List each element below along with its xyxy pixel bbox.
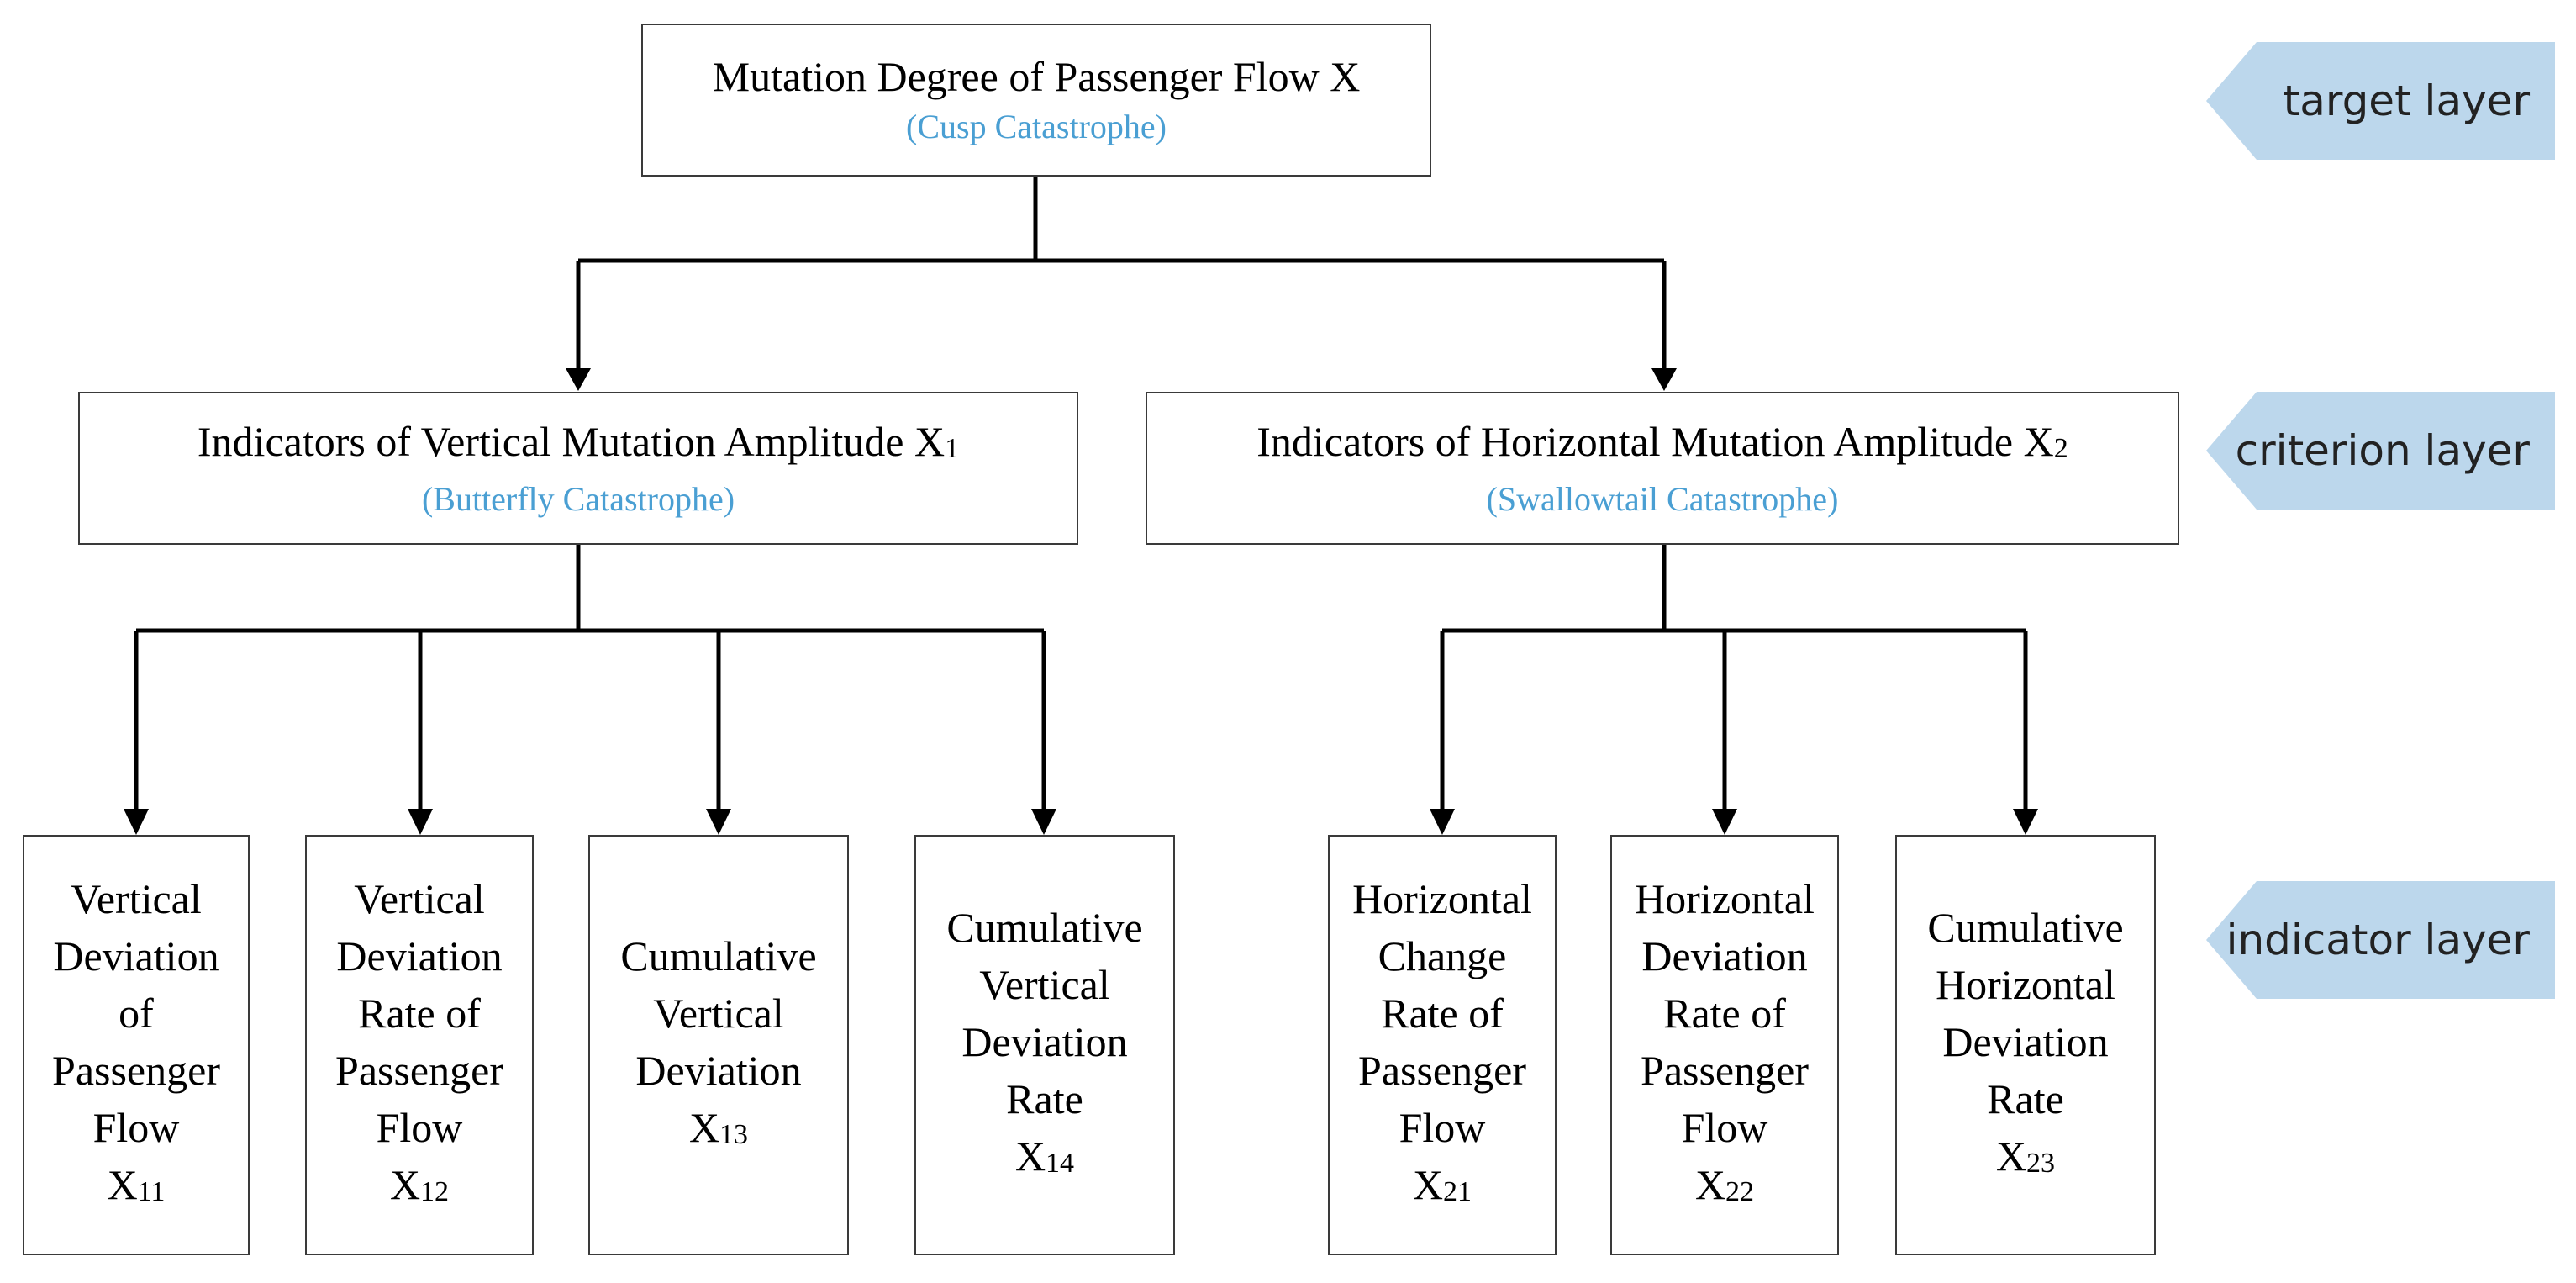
target-layer-tag: target layer <box>2206 42 2555 160</box>
target-title: Mutation Degree of Passenger Flow X <box>712 53 1361 100</box>
indicator-line: Deviation <box>53 932 219 979</box>
indicator-symbol: X14 <box>1014 1132 1075 1180</box>
indicator-line: Vertical <box>71 874 202 922</box>
indicator-line: Flow <box>1681 1103 1768 1151</box>
indicator-line: Deviation <box>1942 1017 2109 1065</box>
indicator-line: Rate <box>1987 1074 2064 1122</box>
indicator-line: Passenger <box>1641 1046 1809 1094</box>
criterion-node-horizontal: Indicators of Horizontal Mutation Amplit… <box>1146 392 2179 545</box>
indicator-line: Deviation <box>635 1046 802 1094</box>
indicator-symbol: X13 <box>688 1103 749 1151</box>
indicator-node-x12: Vertical Deviation Rate of Passenger Flo… <box>305 835 534 1255</box>
indicator-line: Passenger <box>335 1046 503 1094</box>
indicator-node-x13: Cumulative Vertical Deviation X13 <box>588 835 849 1255</box>
indicator-node-x14: Cumulative Vertical Deviation Rate X14 <box>914 835 1175 1255</box>
indicator-line: Cumulative <box>620 932 817 979</box>
indicator-symbol: X22 <box>1694 1160 1755 1208</box>
indicator-node-x22: Horizontal Deviation Rate of Passenger F… <box>1610 835 1839 1255</box>
indicator-line: Cumulative <box>1927 903 2124 951</box>
tag-arrow-shape <box>2206 42 2555 160</box>
criterion-horizontal-title: Indicators of Horizontal Mutation Amplit… <box>1256 417 2068 465</box>
indicator-line: Horizontal <box>1352 874 1532 922</box>
indicator-symbol: X23 <box>1995 1132 2056 1180</box>
indicator-line: Rate of <box>358 989 481 1037</box>
criterion-vertical-subtitle: (Butterfly Catastrophe) <box>421 479 735 518</box>
indicator-node-x21: Horizontal Change Rate of Passenger Flow… <box>1328 835 1557 1255</box>
target-layer-label: target layer <box>2283 77 2530 125</box>
target-subtitle: (Cusp Catastrophe) <box>906 108 1167 145</box>
indicator-line: Rate <box>1006 1074 1083 1122</box>
indicator-node-x11: Vertical Deviation of Passenger Flow X11 <box>23 835 250 1255</box>
indicator-node-x23: Cumulative Horizontal Deviation Rate X23 <box>1895 835 2156 1255</box>
indicator-line: Deviation <box>961 1017 1128 1065</box>
indicator-line: Vertical <box>653 989 784 1037</box>
indicator-symbol: X21 <box>1412 1160 1472 1208</box>
indicator-layer-tag: indicator layer <box>2206 881 2555 999</box>
indicator-line: Vertical <box>354 874 485 922</box>
indicator-symbol: X11 <box>107 1160 166 1208</box>
indicator-line: Deviation <box>1641 932 1808 979</box>
indicator-line: Horizontal <box>1936 960 2115 1008</box>
indicator-line: Horizontal <box>1635 874 1815 922</box>
indicator-line: Deviation <box>336 932 503 979</box>
target-node: Mutation Degree of Passenger Flow X (Cus… <box>641 24 1431 177</box>
indicator-line: of <box>119 989 154 1037</box>
indicator-line: Passenger <box>1358 1046 1526 1094</box>
criterion-horizontal-subtitle: (Swallowtail Catastrophe) <box>1486 479 1839 518</box>
indicator-symbol: X12 <box>389 1160 450 1208</box>
criterion-layer-tag: criterion layer <box>2206 392 2555 510</box>
indicator-line: Flow <box>1399 1103 1486 1151</box>
criterion-layer-label: criterion layer <box>2235 426 2530 475</box>
tag-arrow-shape <box>2206 392 2555 510</box>
criterion-vertical-title: Indicators of Vertical Mutation Amplitud… <box>197 417 960 465</box>
indicator-line: Change <box>1378 932 1507 979</box>
indicator-layer-label: indicator layer <box>2226 916 2530 964</box>
indicator-line: Flow <box>92 1103 180 1151</box>
indicator-line: Rate of <box>1663 989 1786 1037</box>
criterion-node-vertical: Indicators of Vertical Mutation Amplitud… <box>78 392 1078 545</box>
indicator-line: Rate of <box>1381 989 1504 1037</box>
tag-arrow-shape <box>2206 881 2555 999</box>
indicator-line: Cumulative <box>946 903 1143 951</box>
indicator-line: Passenger <box>52 1046 220 1094</box>
indicator-line: Flow <box>376 1103 463 1151</box>
indicator-line: Vertical <box>979 960 1110 1008</box>
